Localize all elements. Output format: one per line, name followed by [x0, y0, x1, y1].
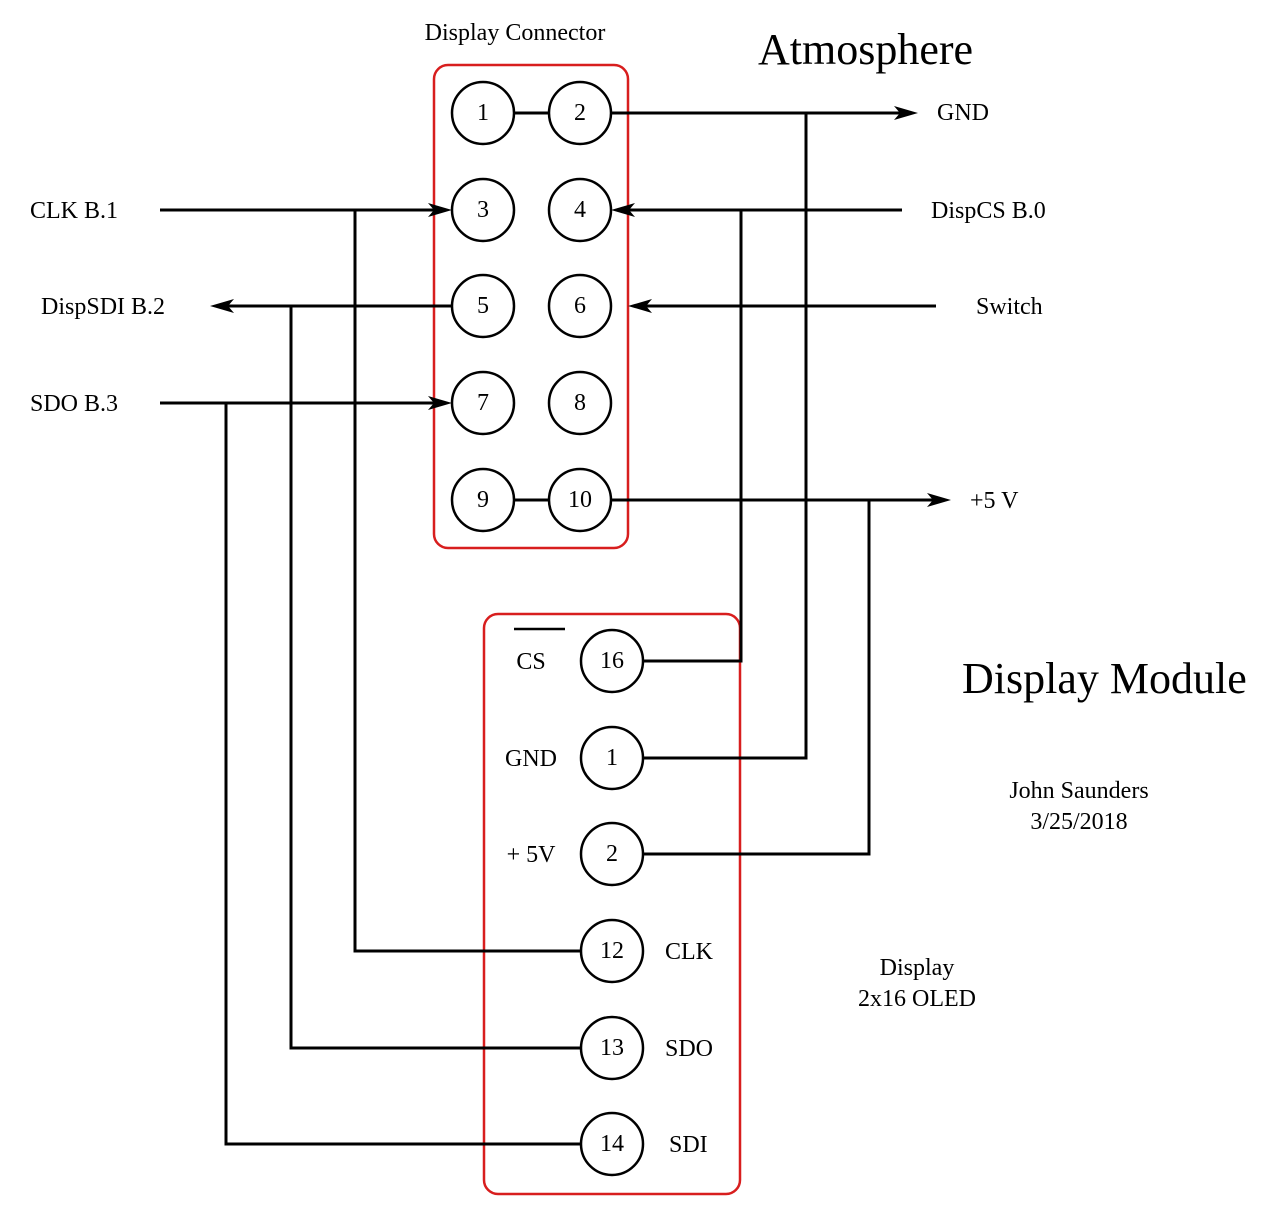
svg-text:13: 13: [600, 1035, 624, 1061]
label-clk-b1: CLK B.1: [30, 198, 118, 224]
author-date: 3/25/2018: [1030, 809, 1127, 835]
arrow-clk-in: [428, 203, 452, 217]
connector-pin-1: 1: [450, 80, 516, 146]
connector-pin-2: 2: [547, 80, 613, 146]
title-atmosphere: Atmosphere: [758, 25, 973, 74]
connector-pin-6: 6: [547, 273, 613, 339]
wire-vcc-to-module: [643, 500, 871, 856]
connector-pin-10: 10: [547, 467, 613, 533]
label-dispsdi-b2: DispSDI B.2: [41, 294, 165, 320]
svg-text:7: 7: [477, 390, 489, 416]
display-caption-line1: Display: [880, 955, 955, 981]
author-name: John Saunders: [1009, 778, 1148, 804]
module-pin-2: 2: [579, 821, 645, 887]
module-pin-1: 1: [579, 725, 645, 791]
connector-pins: 1 2 3 4 5 6 7 8 9 10: [450, 80, 613, 533]
svg-text:10: 10: [568, 487, 592, 513]
svg-text:3: 3: [477, 197, 489, 223]
connector-pin-9: 9: [450, 467, 516, 533]
svg-text:1: 1: [606, 745, 618, 771]
label-gnd: GND: [937, 100, 989, 126]
display-caption-line2: 2x16 OLED: [858, 986, 976, 1012]
label-sdo-b3: SDO B.3: [30, 391, 118, 417]
module-pin-labels: CS GND + 5V CLK SDO SDI: [505, 627, 714, 1158]
arrowheads: [210, 106, 951, 507]
connector-pin-3: 3: [450, 177, 516, 243]
module-pin-13: 13: [579, 1015, 645, 1081]
svg-text:5: 5: [477, 293, 489, 319]
module-pin-16: 16: [579, 628, 645, 694]
wire-clk-to-module: [353, 210, 580, 953]
label-dispcs-b0: DispCS B.0: [931, 198, 1046, 224]
display-module-outline: [482, 612, 742, 1196]
module-pins: 16 1 2 12 13 14: [579, 628, 645, 1177]
module-label-clk: CLK: [665, 939, 714, 965]
svg-text:9: 9: [477, 487, 489, 513]
module-label-gnd: GND: [505, 746, 557, 772]
svg-text:1: 1: [477, 100, 489, 126]
svg-text:6: 6: [574, 293, 586, 319]
wire-sdo-to-module: [224, 403, 580, 1146]
arrow-dispcs-in: [611, 203, 635, 217]
svg-text:14: 14: [600, 1131, 624, 1157]
module-label-cs: CS: [516, 649, 545, 675]
module-label-sdi: SDI: [669, 1132, 708, 1158]
connector-pin-5: 5: [450, 273, 516, 339]
wires: [160, 111, 936, 1146]
module-pin-12: 12: [579, 918, 645, 984]
wire-dispsdi-to-module: [289, 306, 580, 1050]
svg-text:12: 12: [600, 938, 624, 964]
wire-dispcs-to-module: [643, 210, 743, 663]
label-display-connector: Display Connector: [425, 20, 606, 46]
connector-pin-7: 7: [450, 370, 516, 436]
module-label-5v: + 5V: [507, 842, 557, 868]
svg-text:4: 4: [574, 197, 586, 223]
svg-text:8: 8: [574, 390, 586, 416]
arrow-sdo-in: [428, 396, 452, 410]
arrow-gnd: [894, 106, 918, 120]
arrow-switch-in: [628, 299, 652, 313]
connector-pin-4: 4: [547, 177, 613, 243]
title-display-module: Display Module: [962, 654, 1247, 703]
module-label-sdo: SDO: [665, 1036, 713, 1062]
label-5v: +5 V: [970, 488, 1019, 514]
svg-text:16: 16: [600, 648, 624, 674]
connector-pin-8: 8: [547, 370, 613, 436]
module-pin-14: 14: [579, 1111, 645, 1177]
wire-gnd-to-module: [643, 113, 808, 760]
svg-text:2: 2: [574, 100, 586, 126]
svg-text:2: 2: [606, 841, 618, 867]
label-switch: Switch: [976, 294, 1043, 320]
arrow-dispsdi-out: [210, 299, 234, 313]
arrow-vcc: [927, 493, 951, 507]
